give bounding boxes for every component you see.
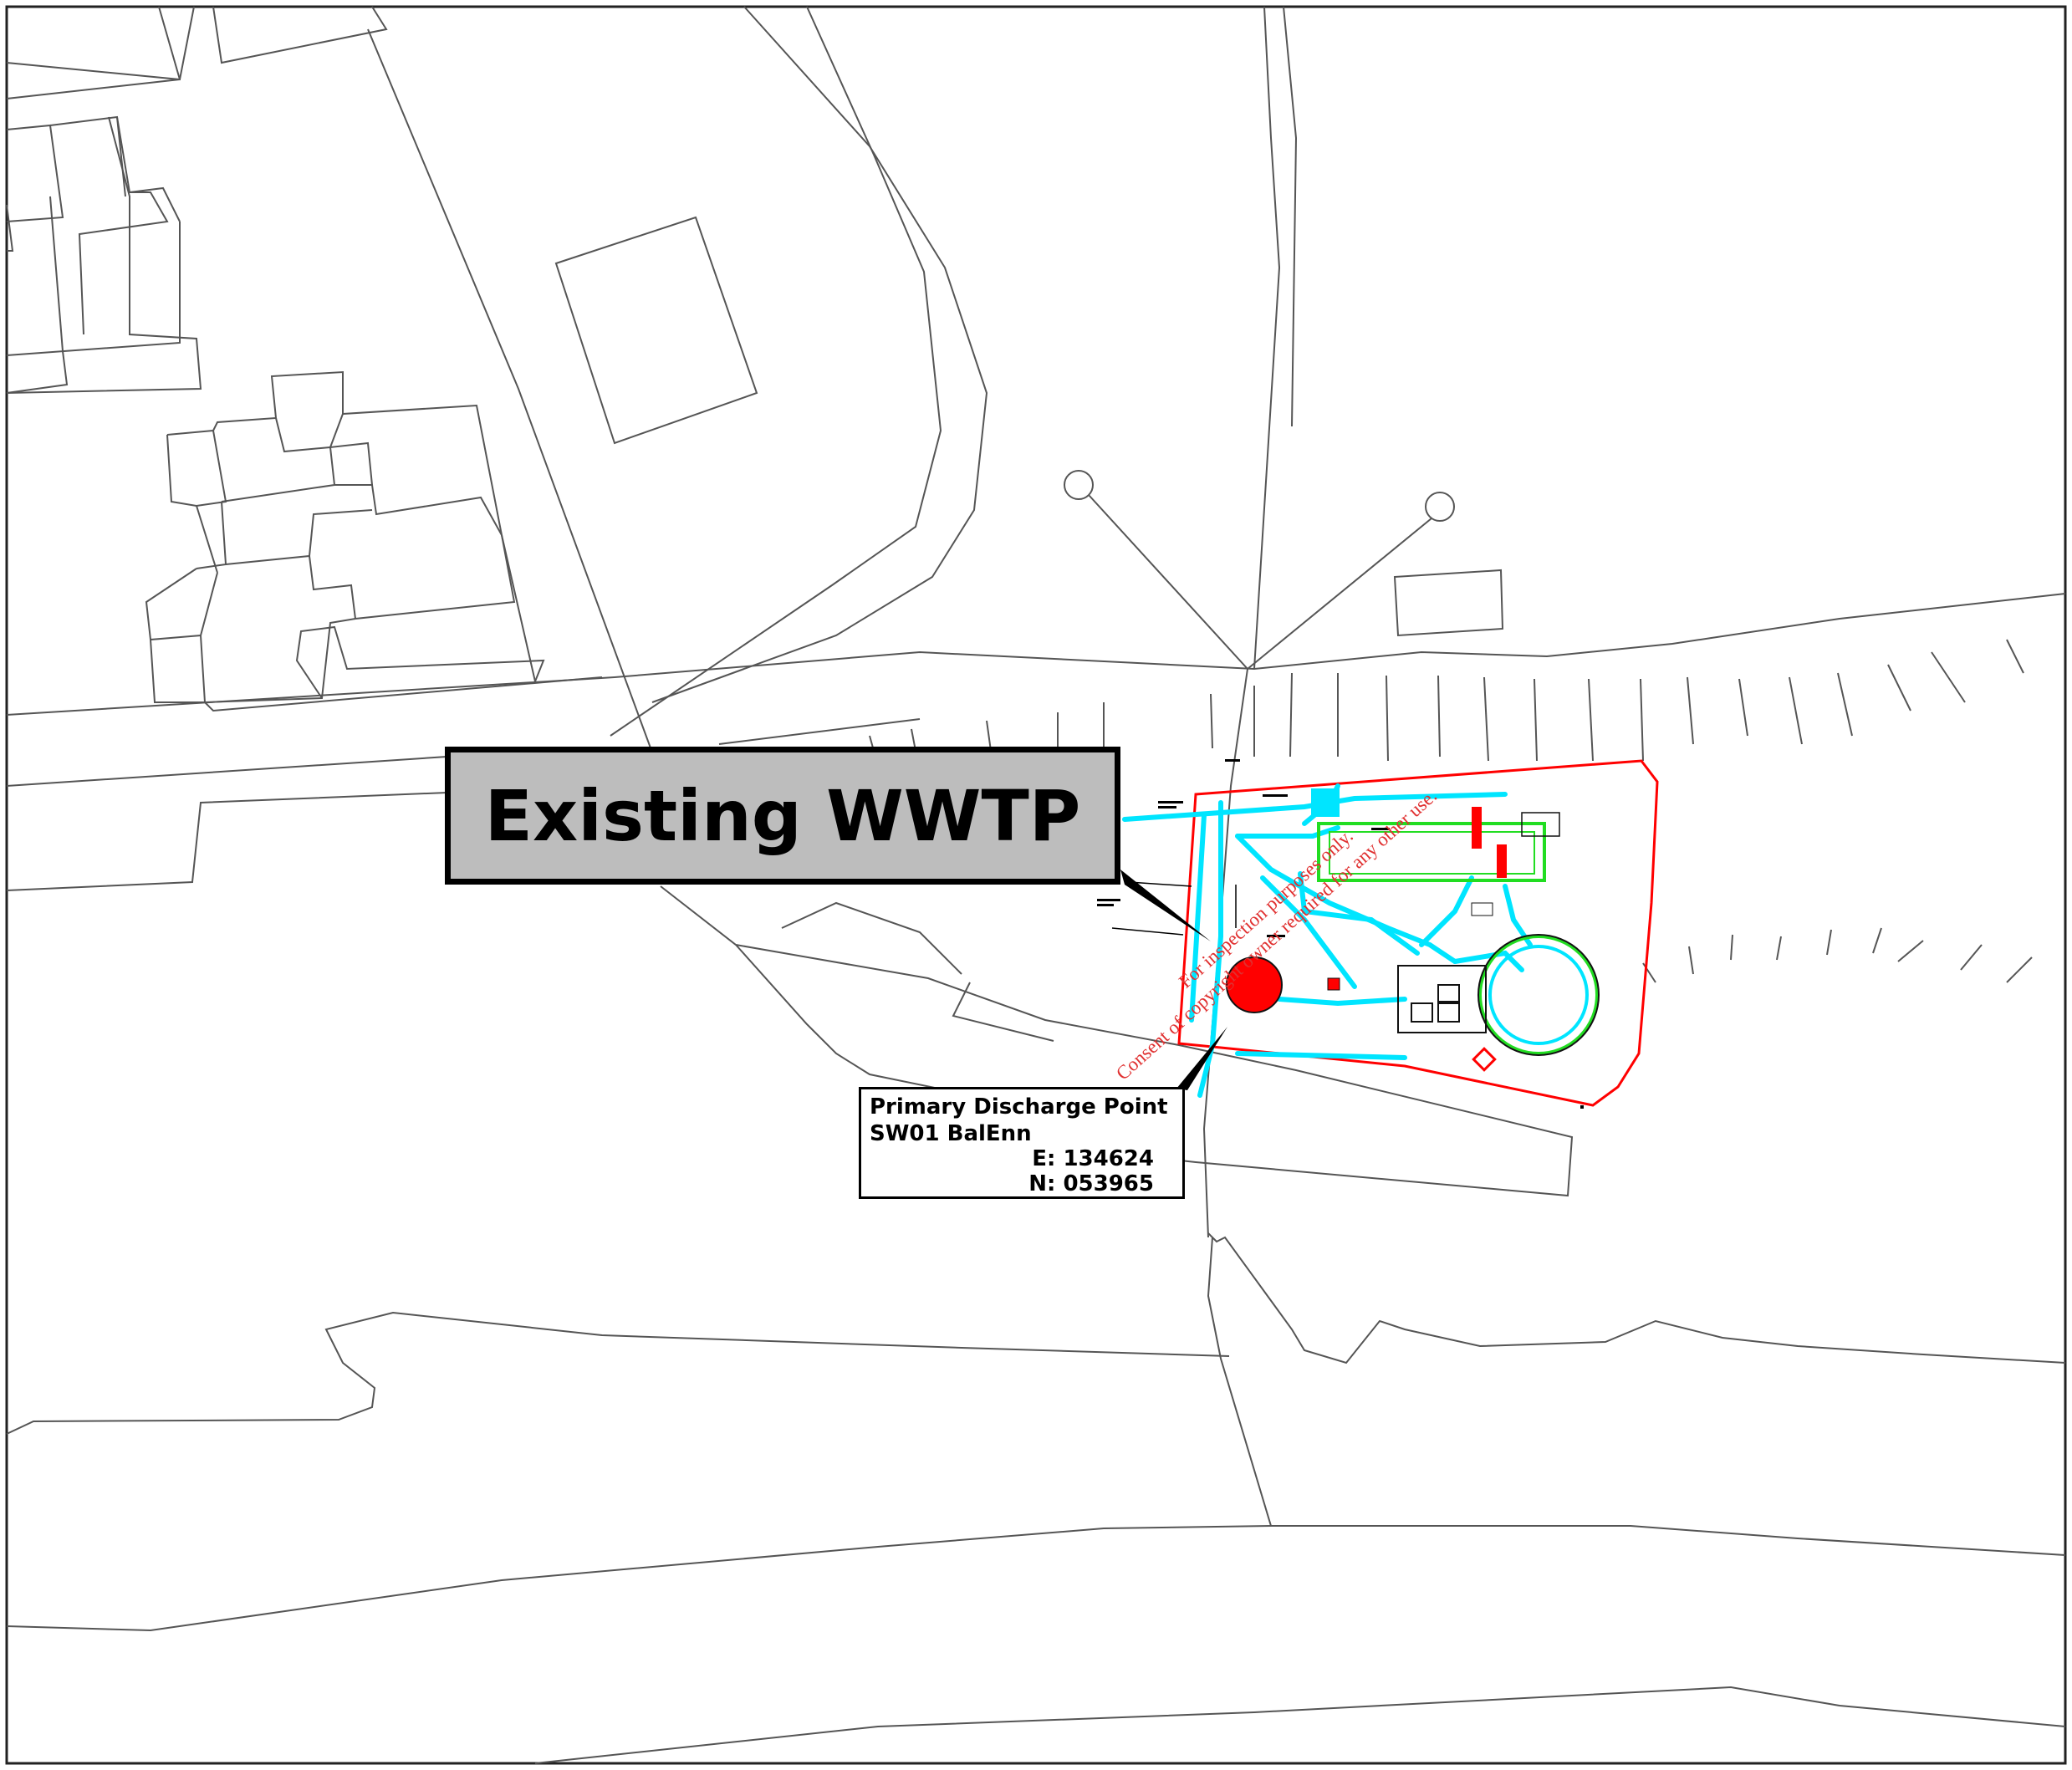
treatment-structures: [1311, 788, 1599, 1055]
pipework: [1122, 783, 1533, 1098]
clarifier-outer: [1397, 812, 1600, 1056]
base-linework: [6, 6, 2066, 1764]
discharge-northing: N: 053965: [1028, 1171, 1154, 1196]
discharge-callout-pointer: [1176, 1027, 1227, 1090]
discharge-title: Primary Discharge Point: [870, 1094, 1168, 1120]
wwtp-callout-pointer: [1120, 870, 1211, 941]
storage-tanks: [1226, 807, 1507, 1072]
plan-annotation-lines: [1111, 881, 1237, 936]
map-frame: [5, 5, 2067, 1765]
existing-wwtp-label: Existing WWTP: [484, 774, 1081, 857]
existing-wwtp-callout: Existing WWTP: [445, 747, 1120, 885]
discharge-easting: E: 134624: [1032, 1146, 1154, 1171]
discharge-point-callout: Primary Discharge Point SW01 BalEnn E: 1…: [859, 1087, 1185, 1199]
discharge-id: SW01 BalEnn: [870, 1121, 1032, 1146]
plan-annotations: [1097, 759, 1584, 1109]
